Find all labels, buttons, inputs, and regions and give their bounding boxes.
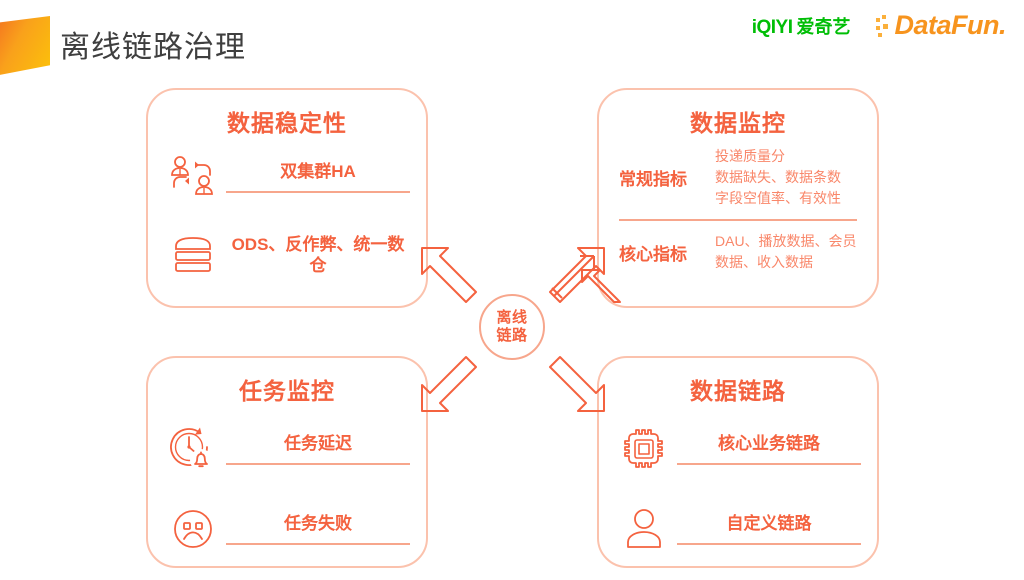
iqiyi-logo-latin: iQIYI (751, 16, 793, 38)
arrow-southeast-icon (548, 355, 622, 429)
clock-alarm-icon (166, 422, 220, 476)
iqiyi-logo: iQIYI 爱奇艺 (752, 13, 851, 39)
row-underline (226, 543, 410, 546)
card-title: 数据稳定性 (227, 110, 347, 136)
row-underline (677, 463, 861, 466)
metric-values: DAU、播放数据、会员数据、收入数据 (715, 233, 857, 270)
page-header: 离线链路治理 iQIYI 爱奇艺 DataFun. (0, 0, 1024, 78)
card-row-label: 核心业务链路 (718, 433, 820, 453)
datafun-logo-text: DataFun. (894, 10, 1006, 40)
arrow-northeast-icon (548, 230, 622, 304)
card-row: 双集群HA (148, 150, 426, 204)
card-row-label: 自定义链路 (726, 513, 812, 533)
card-data-monitoring: 数据监控 常规指标 投递质量分 数据缺失、数据条数 字段空值率、有效性 核心指标… (597, 88, 879, 308)
metric-name: 核心指标 (619, 244, 687, 264)
card-data-pipeline: 数据链路 核心业务链路 自定义链路 (597, 356, 879, 568)
arrow-northwest-icon (404, 230, 478, 304)
user-exchange-icon (166, 150, 220, 204)
card-row: 核心业务链路 (599, 422, 877, 476)
card-row-label: 双集群HA (280, 161, 356, 181)
metric-name: 常规指标 (619, 170, 687, 189)
person-icon (617, 502, 671, 556)
sad-face-icon (166, 502, 220, 556)
metric-values: 投递质量分 数据缺失、数据条数 字段空值率、有效性 (715, 148, 841, 206)
metric-divider (619, 219, 857, 221)
card-title: 数据链路 (690, 378, 786, 404)
card-row: 任务失败 (148, 502, 426, 556)
card-row-label-group: 自定义链路 (677, 513, 861, 546)
datafun-logo: DataFun. (876, 10, 1006, 41)
card-row-label: ODS、反作弊、统一数仓 (231, 234, 405, 275)
metric-row: 常规指标 投递质量分 数据缺失、数据条数 字段空值率、有效性 (599, 146, 877, 209)
arrow-southwest-icon (404, 355, 478, 429)
card-data-stability: 数据稳定性 双集群HA (146, 88, 428, 308)
hub-line-2: 链路 (496, 327, 528, 344)
hub-line-1: 离线 (496, 308, 528, 326)
card-row-label: 任务延迟 (284, 433, 352, 453)
card-row-label-group: 核心业务链路 (677, 433, 861, 466)
card-row-label: 任务失败 (284, 513, 352, 533)
datafun-dots-icon (876, 14, 892, 37)
card-row: ODS、反作弊、统一数仓 (148, 228, 426, 282)
chip-icon (617, 422, 671, 476)
metric-row: 核心指标 DAU、播放数据、会员数据、收入数据 (599, 231, 877, 273)
card-task-monitoring: 任务监控 任务延迟 (146, 356, 428, 568)
card-row: 任务延迟 (148, 422, 426, 476)
page-title: 离线链路治理 (60, 31, 246, 64)
logo-group: iQIYI 爱奇艺 DataFun. (752, 10, 1007, 41)
database-stack-icon (166, 228, 220, 282)
brand-mark-icon (0, 16, 50, 76)
center-hub: 离线 链路 (479, 294, 545, 360)
card-row-label-group: 任务失败 (226, 513, 410, 546)
iqiyi-logo-cn: 爱奇艺 (796, 16, 851, 37)
card-row-label-group: ODS、反作弊、统一数仓 (226, 234, 410, 277)
row-underline (226, 463, 410, 466)
card-title: 任务监控 (239, 378, 335, 404)
row-underline (677, 543, 861, 546)
card-row: 自定义链路 (599, 502, 877, 556)
card-row-label-group: 双集群HA (226, 161, 410, 194)
card-row-label-group: 任务延迟 (226, 433, 410, 466)
card-title: 数据监控 (690, 110, 786, 136)
row-underline (226, 191, 410, 194)
